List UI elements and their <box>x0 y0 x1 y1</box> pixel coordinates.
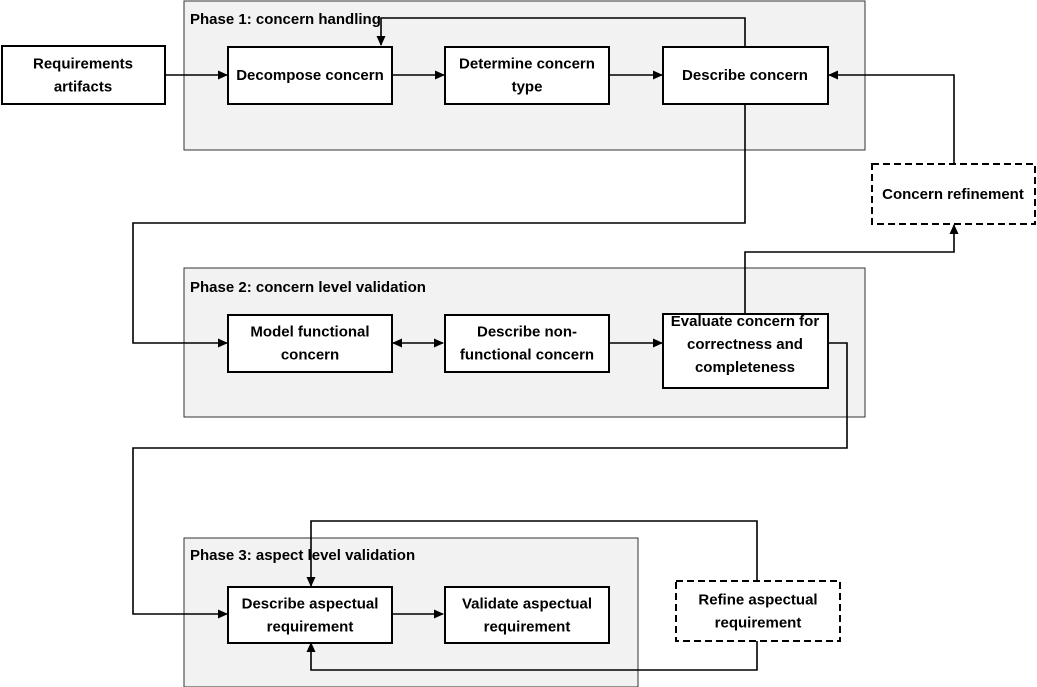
label-line: functional concern <box>460 347 594 364</box>
label-line: Describe non- <box>477 324 577 341</box>
validate-aspectual-requirement-label: Validate aspectual requirement <box>462 596 592 636</box>
label-line: Validate aspectual <box>462 596 592 613</box>
label-line: Evaluate concern for <box>671 313 820 330</box>
label-line: Decompose concern <box>236 67 384 84</box>
label-line: requirement <box>715 615 802 632</box>
label-line: Determine concern <box>459 56 595 73</box>
label-line: Describe concern <box>682 67 808 84</box>
phase-2-label: Phase 2: concern level validation <box>190 279 426 296</box>
evaluate-concern-label: Evaluate concern for correctness and compl… <box>671 313 820 376</box>
label-line: type <box>512 79 543 96</box>
arrow-evaluate-to-refinement <box>744 224 959 313</box>
label-line: Refine aspectual <box>698 592 817 609</box>
evaluate-concern-box <box>662 313 829 389</box>
label-line: completeness <box>695 359 795 376</box>
describe-nonfunctional-concern-label: Describe non-functional concern <box>460 324 594 364</box>
label-line: Model functional <box>250 324 369 341</box>
refine-aspectual-requirement-label: Refine aspectual requirement <box>698 592 817 632</box>
describe-concern-box <box>662 46 829 105</box>
refine-aspectual-requirement-box <box>675 580 841 642</box>
label-line: Describe aspectual <box>242 596 379 613</box>
model-functional-concern-label: Model functional concern <box>250 324 369 364</box>
requirements-artifacts-box <box>1 45 166 105</box>
arrow-refine-to-describe-aspectual-top <box>306 520 758 587</box>
determine-concern-type-box <box>444 46 610 105</box>
arrow-describe-to-model-functional <box>132 104 746 348</box>
label-line: requirement <box>267 619 354 636</box>
decompose-concern-label: Decompose concern <box>236 67 384 84</box>
concern-refinement-box <box>871 163 1036 225</box>
arrow-evaluate-to-describe-aspectual <box>132 342 848 619</box>
phase-1-label: Phase 1: concern handling <box>190 11 381 28</box>
validate-aspectual-requirement-box <box>444 586 610 644</box>
label-line: requirement <box>484 619 571 636</box>
model-functional-concern-box <box>227 314 393 373</box>
label-line: correctness and <box>687 336 803 353</box>
describe-concern-label: Describe concern <box>682 67 808 84</box>
arrow-refine-to-describe-aspectual-bottom <box>306 641 758 671</box>
requirements-artifacts-label: Requirements artifacts <box>33 56 133 96</box>
determine-concern-type-label: Determine concern type <box>459 56 595 96</box>
arrow-refinement-to-describe <box>828 70 955 163</box>
concern-refinement-label: Concern refinement <box>882 186 1024 203</box>
label-line: Requirements <box>33 56 133 73</box>
describe-aspectual-requirement-box <box>227 586 393 644</box>
decompose-concern-box <box>227 46 393 105</box>
label-line: Concern refinement <box>882 186 1024 203</box>
arrow-describe-loop-back-to-decompose <box>376 17 746 47</box>
describe-nonfunctional-concern-box <box>444 314 610 373</box>
label-line: concern <box>281 347 339 364</box>
label-line: artifacts <box>54 79 112 96</box>
describe-aspectual-requirement-label: Describe aspectual requirement <box>242 596 379 636</box>
phase-3-label: Phase 3: aspect level validation <box>190 547 415 564</box>
